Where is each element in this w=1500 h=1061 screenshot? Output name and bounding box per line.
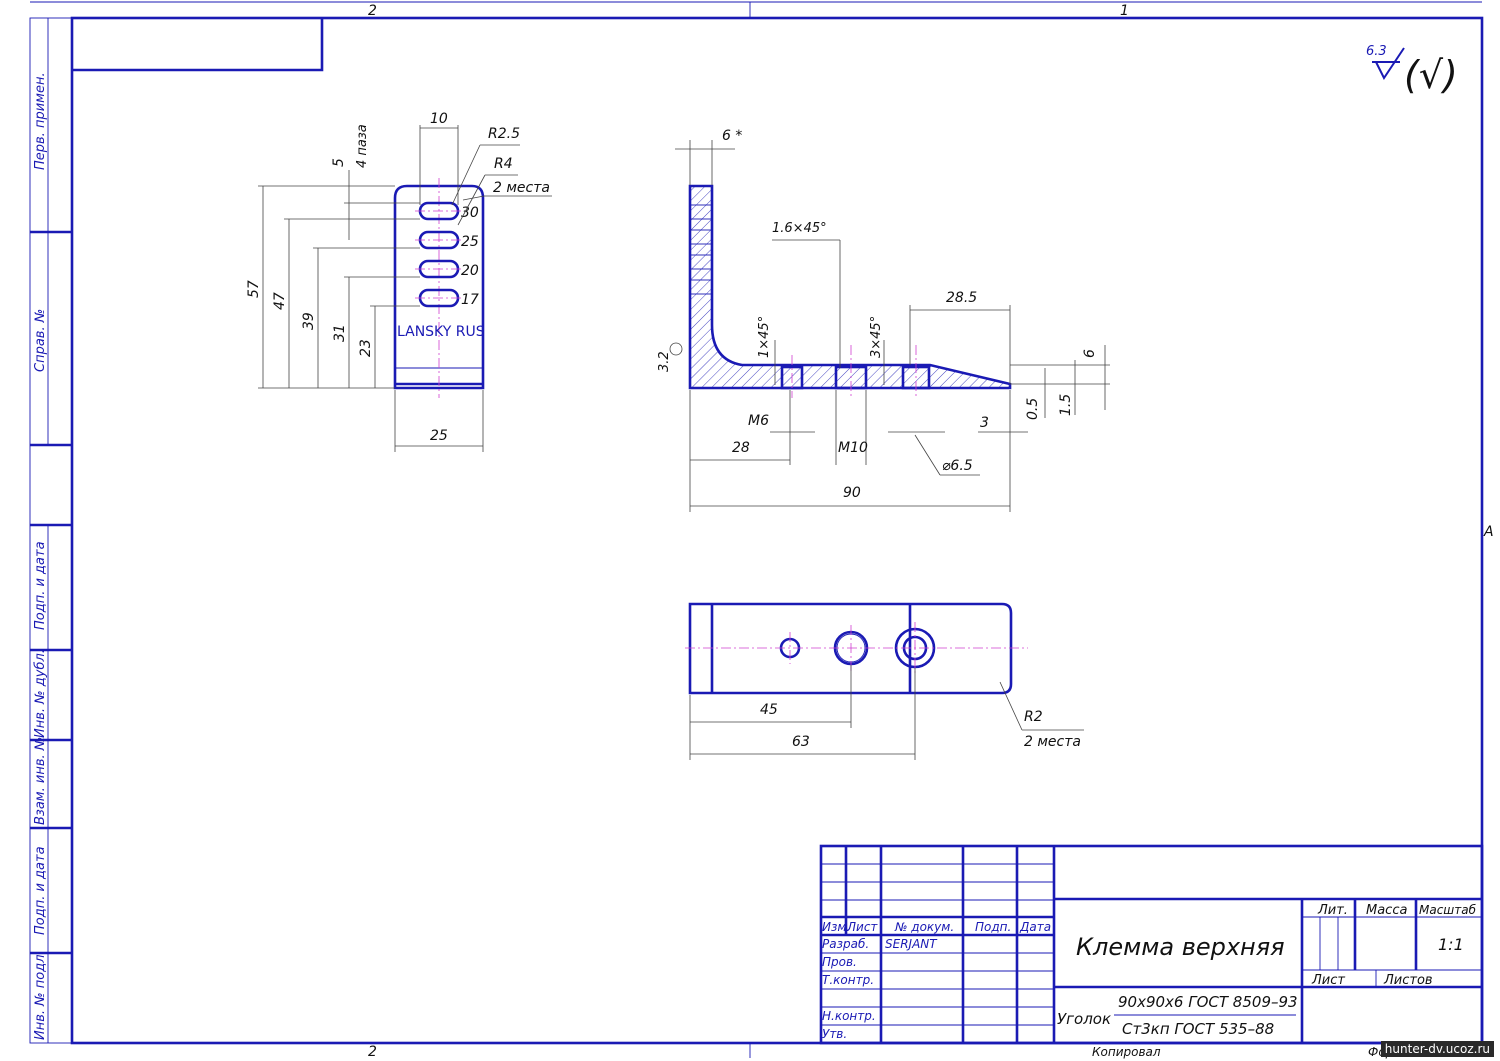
tb-row-razrab: Разраб.: [822, 937, 869, 951]
tb-scale-label: Масштаб: [1419, 903, 1477, 917]
title-block-grid: [819, 844, 1484, 1045]
zone-label-right: A: [1483, 524, 1494, 540]
zone-label-top-left: 2: [368, 3, 377, 19]
slot-label-25: 25: [461, 234, 479, 250]
dim-r4: R4: [494, 156, 513, 172]
tb-scale-value: 1:1: [1438, 935, 1464, 954]
dim-width-10: 10: [430, 111, 448, 127]
tb-header-podp: Подп.: [975, 920, 1011, 934]
stamp-podp-data-2: Подп. и дата: [33, 846, 48, 935]
dim-3: 3: [980, 415, 989, 431]
side-stamp-column: [30, 18, 72, 1043]
view-front-slots: [393, 178, 485, 398]
stamp-inv-podl: Инв. № подл.: [33, 950, 48, 1040]
tb-developer: SERJANT: [885, 937, 938, 951]
dim-h23: 23: [358, 339, 374, 357]
dim-two-places-2: 2 места: [1024, 734, 1081, 750]
dim-h57: 57: [246, 280, 262, 298]
svg-text:6.3: 6.3: [1366, 44, 1387, 59]
stamp-vzam-inv: Взам. инв. №: [33, 737, 48, 825]
tb-copied: Копировал: [1092, 1045, 1161, 1059]
tb-sheet: Лист: [1311, 973, 1345, 988]
roughness-symbol: 6.3 (√): [1366, 44, 1458, 97]
tb-header-izm: Изм.: [822, 920, 850, 934]
dim-slots-note: 4 паза: [355, 124, 370, 168]
tb-header-list: Лист: [846, 920, 878, 934]
tb-material-prefix: Уголок: [1057, 1010, 1111, 1028]
dim-28: 28: [732, 440, 750, 456]
view2-dimension-lines: [669, 140, 1110, 512]
dim-chamfer-3: 3×45°: [869, 316, 884, 358]
view-section: [688, 184, 1012, 398]
tb-material-top: 90х90х6 ГОСТ 8509–93: [1118, 993, 1298, 1011]
stamp-inv-dubl: Инв. № дубл.: [33, 649, 48, 738]
dim-63: 63: [792, 734, 810, 750]
inner-frame: [70, 16, 1484, 1045]
view1-dimension-lines: [258, 125, 552, 452]
tb-mass: Масса: [1366, 903, 1407, 918]
dim-45: 45: [760, 702, 778, 718]
top-left-stamp-box: [72, 18, 324, 72]
watermark: hunter-dv.ucoz.ru: [1380, 1041, 1494, 1057]
dim-r2: R2: [1024, 709, 1043, 725]
dim-h47: 47: [272, 292, 288, 310]
tb-part-name: Клемма верхняя: [1076, 933, 1285, 961]
engraving-text: LANSKY RUS: [397, 324, 485, 340]
dim-h39: 39: [301, 312, 317, 330]
tb-row-utv: Утв.: [822, 1027, 847, 1041]
dim-chamfer-16: 1.6×45°: [772, 221, 827, 236]
view3-dimension-lines: [689, 665, 1084, 760]
view-top: [685, 602, 1028, 695]
dim-length-285: 28.5: [946, 290, 977, 306]
tb-lit: Лит.: [1317, 903, 1348, 918]
tb-row-nkontr: Н.контр.: [822, 1009, 876, 1023]
dim-h6: 6: [1082, 349, 1098, 358]
slot-label-20: 20: [461, 263, 479, 279]
dim-thickness-6: 6 *: [722, 128, 742, 144]
tb-material-bottom: Ст3кп ГОСТ 535–88: [1122, 1020, 1274, 1038]
zone-label-bottom-left: 2: [368, 1044, 377, 1060]
zone-label-top-right: 1: [1120, 3, 1129, 19]
dim-15: 1.5: [1058, 394, 1074, 416]
tb-row-prov: Пров.: [822, 955, 857, 969]
roughness-rest-symbol: (√): [1404, 53, 1458, 97]
dim-m6: M6: [748, 413, 769, 429]
stamp-perv-primen: Перв. примен.: [33, 72, 48, 170]
tb-sheets: Листов: [1383, 973, 1433, 988]
dim-m10: M10: [838, 440, 868, 456]
dim-chamfer-1: 1×45°: [757, 316, 772, 358]
dim-05: 0.5: [1025, 398, 1041, 420]
roughness-32: 3.2: [657, 351, 672, 372]
tb-header-doc: № докум.: [894, 920, 954, 934]
slot-label-17: 17: [461, 292, 479, 308]
stamp-sprav-no: Справ. №: [33, 309, 48, 372]
slot-label-30: 30: [461, 205, 479, 221]
dim-two-places-1: 2 места: [493, 180, 550, 196]
dim-total-90: 90: [843, 485, 861, 501]
tb-header-data: Дата: [1019, 920, 1051, 934]
dim-hole-65: ⌀6.5: [942, 458, 973, 474]
dim-width-25: 25: [430, 428, 448, 444]
outer-frame: [29, 17, 1483, 1044]
tb-row-tkontr: Т.контр.: [822, 973, 874, 987]
dim-h31: 31: [332, 324, 348, 342]
dim-r25: R2.5: [488, 126, 520, 142]
dim-pitch-5: 5: [331, 158, 347, 167]
stamp-podp-data-1: Подп. и дата: [33, 541, 48, 630]
